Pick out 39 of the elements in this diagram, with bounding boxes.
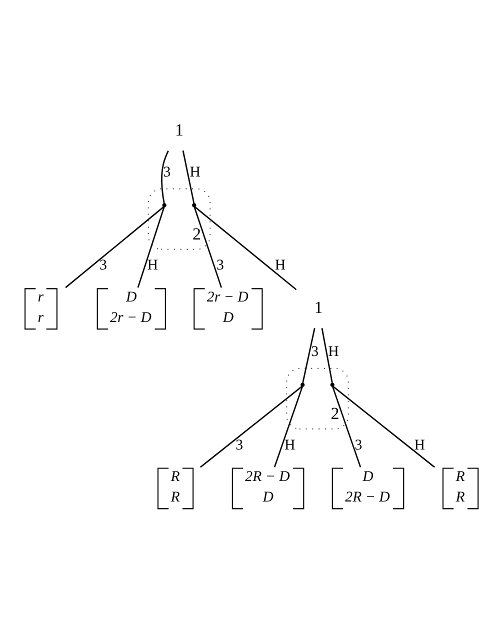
- node-text: D 2R − D: [345, 468, 390, 505]
- edge-label: 3: [354, 436, 362, 453]
- node-text: D 2r − D: [110, 289, 152, 326]
- connector: [194, 206, 222, 288]
- cluster: 2: [148, 188, 211, 250]
- node-point: [162, 202, 166, 207]
- node-text: R R: [456, 468, 465, 505]
- edge-label: 3: [99, 257, 107, 274]
- edge-label: H: [147, 257, 158, 274]
- node-text: 2r − D D: [206, 289, 248, 326]
- connector: [332, 386, 435, 468]
- edge-label: H: [274, 257, 286, 274]
- edge-label: H: [284, 436, 296, 453]
- edge-label: 3: [236, 436, 244, 453]
- connector: [65, 206, 164, 288]
- node-point: [192, 202, 196, 207]
- edge-label: H: [190, 164, 201, 180]
- cluster: 2: [286, 367, 349, 429]
- connector: [200, 386, 302, 468]
- node-point: [300, 382, 305, 386]
- edge-label: H: [328, 343, 339, 360]
- node-point: [330, 382, 334, 386]
- connector: [137, 206, 165, 288]
- connector: [274, 386, 304, 467]
- connector: [321, 328, 333, 383]
- node-text: 2R − D D: [245, 468, 290, 505]
- connector: [182, 150, 195, 203]
- node-text: R R: [170, 468, 180, 505]
- node-text: r r: [38, 289, 44, 326]
- connector: [161, 150, 169, 204]
- connector: [332, 386, 362, 467]
- connector: [194, 206, 297, 290]
- node-text: 1: [174, 120, 184, 139]
- edge-label: 3: [311, 343, 319, 360]
- node-text: 1: [314, 297, 323, 316]
- connector: [302, 328, 316, 383]
- edge-label: H: [414, 436, 425, 453]
- edge-label: 3: [163, 164, 171, 180]
- edge-label: 3: [216, 257, 224, 274]
